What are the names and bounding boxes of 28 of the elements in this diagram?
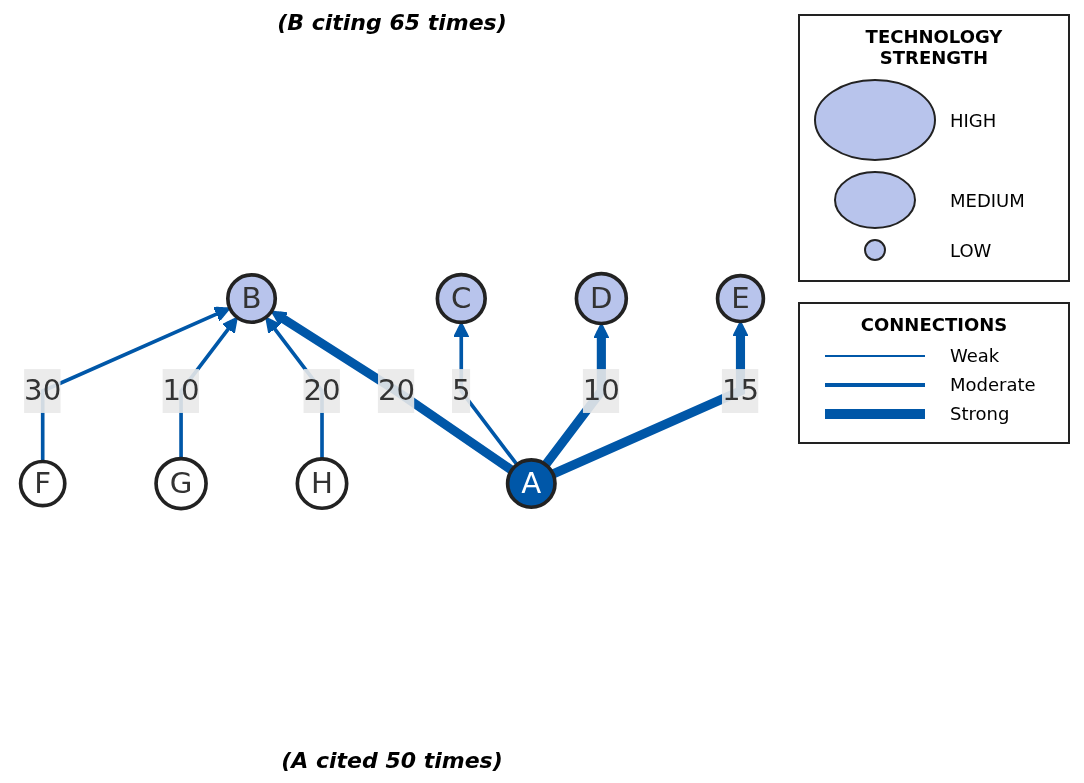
edge-label: 20 (303, 373, 341, 408)
node-circle: E (715, 274, 766, 324)
node-circle: G (154, 457, 208, 511)
legend-text: HIGH (950, 109, 997, 131)
node-circle: D (574, 272, 629, 326)
arrow (551, 321, 749, 479)
node-circle: C (435, 273, 487, 325)
edge-label: 10 (582, 373, 620, 408)
edge-label: 5 (451, 373, 471, 408)
edge-label: 15 (721, 373, 760, 408)
caption-text: (A cited 50 times) (281, 748, 503, 773)
legend-text: LOW (950, 239, 992, 261)
legend-heading: TECHNOLOGY STRENGTH (864, 26, 1004, 68)
legend-text: Weak (950, 345, 1000, 366)
legend-heading: CONNECTIONS (859, 314, 1009, 335)
arrow (40, 307, 231, 462)
node-circle: H (295, 457, 349, 511)
arrow (270, 311, 515, 475)
node-circle: A (505, 458, 557, 510)
node-circle: B (226, 273, 278, 325)
legend-text: Moderate (950, 374, 1036, 395)
node-circle: F (18, 460, 67, 508)
edge-label: 10 (162, 373, 200, 408)
legend-text: Strong (950, 403, 1010, 424)
caption-text: (B citing 65 times) (277, 10, 507, 35)
legend-text: MEDIUM (950, 189, 1025, 211)
edge-label: 20 (377, 373, 416, 408)
edge-label: 30 (24, 373, 62, 408)
